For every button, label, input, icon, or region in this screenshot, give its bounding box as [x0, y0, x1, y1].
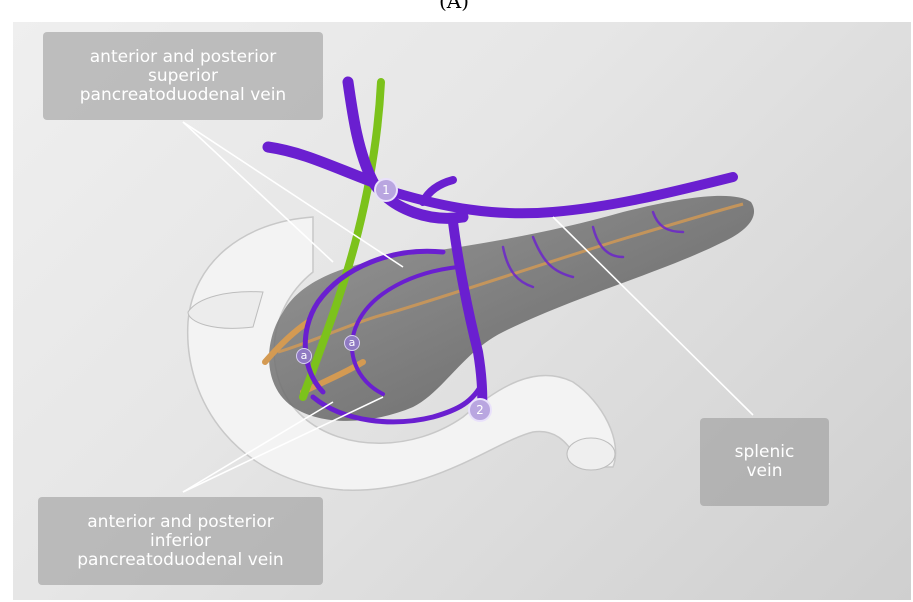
marker-a-left: a [296, 348, 312, 364]
marker-a-right-text: a [349, 336, 356, 349]
marker-2-text: 2 [476, 403, 484, 417]
label-inferior-line-2: inferior [150, 532, 211, 551]
panel-label-text: (A) [439, 0, 469, 13]
label-splenic-line-1: splenic [735, 443, 795, 462]
label-inferior-line-3: pancreatoduodenal vein [77, 551, 283, 570]
leader-inferior-1 [183, 402, 333, 492]
label-superior-pancreatoduodenal-vein: anterior and posterior superior pancreat… [43, 32, 323, 120]
label-superior-line-1: anterior and posterior [90, 48, 277, 67]
marker-a-left-text: a [301, 349, 308, 362]
label-inferior-line-1: anterior and posterior [87, 513, 274, 532]
label-splenic-vein: splenic vein [700, 418, 829, 506]
label-superior-line-3: pancreatoduodenal vein [80, 86, 286, 105]
marker-1: 1 [374, 178, 398, 202]
label-inferior-pancreatoduodenal-vein: anterior and posterior inferior pancreat… [38, 497, 323, 585]
leader-inferior-2 [183, 397, 383, 492]
leader-superior-2 [183, 122, 333, 262]
figure-panel-label: (A) [0, 0, 913, 22]
marker-1-text: 1 [382, 183, 390, 197]
marker-a-right: a [344, 335, 360, 351]
label-superior-line-2: superior [148, 67, 218, 86]
marker-2: 2 [468, 398, 492, 422]
leader-superior-1 [183, 122, 403, 267]
anatomy-illustration: 1 2 a a anterior and posterior superior … [13, 22, 911, 600]
label-splenic-line-2: vein [746, 462, 782, 481]
leader-splenic [553, 217, 753, 415]
